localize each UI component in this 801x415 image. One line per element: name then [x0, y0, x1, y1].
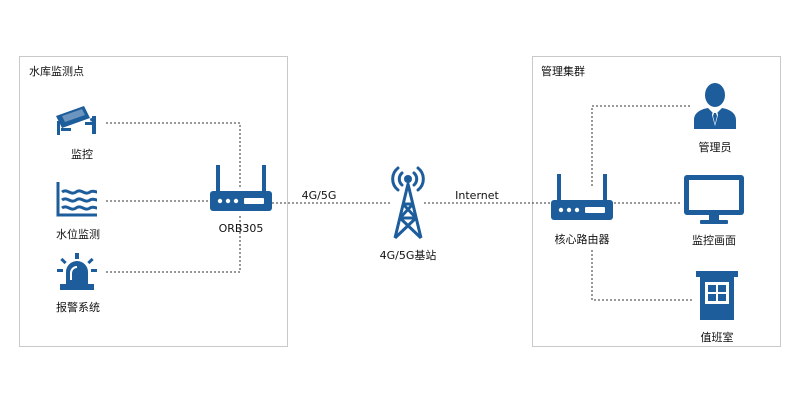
cell-tower-icon	[391, 166, 425, 240]
core-router-label: 核心路由器	[554, 233, 610, 246]
device-label-alarm: 报警系统	[56, 301, 100, 314]
site-router-label: ORB305	[218, 222, 264, 235]
device-label-water-level: 水位监测	[56, 228, 100, 241]
water-level-sensor-icon	[56, 182, 98, 217]
link-core-admin	[591, 105, 690, 186]
management-cluster-title: 管理集群	[541, 65, 585, 78]
core-router-icon	[551, 174, 613, 220]
endpoint-label-monitor: 监控画面	[692, 234, 736, 247]
endpoint-label-duty-room: 值班室	[700, 331, 734, 344]
endpoint-label-admin: 管理员	[698, 141, 732, 154]
link-label-4g5g: 4G/5G	[301, 189, 337, 202]
tower-label: 4G/5G基站	[379, 249, 437, 262]
alarm-beacon-icon	[57, 253, 97, 290]
device-label-camera: 监控	[71, 148, 93, 161]
router-icon	[210, 165, 272, 211]
monitoring-site-title: 水库监测点	[29, 65, 84, 78]
link-core-dutyroom	[591, 250, 694, 301]
administrator-icon	[694, 83, 736, 129]
duty-room-icon	[696, 271, 738, 320]
surveillance-camera-icon	[56, 106, 96, 135]
link-alarm-router	[106, 214, 241, 273]
link-camera-router	[106, 122, 241, 188]
monitor-icon	[684, 175, 744, 224]
link-label-internet: Internet	[455, 189, 499, 202]
